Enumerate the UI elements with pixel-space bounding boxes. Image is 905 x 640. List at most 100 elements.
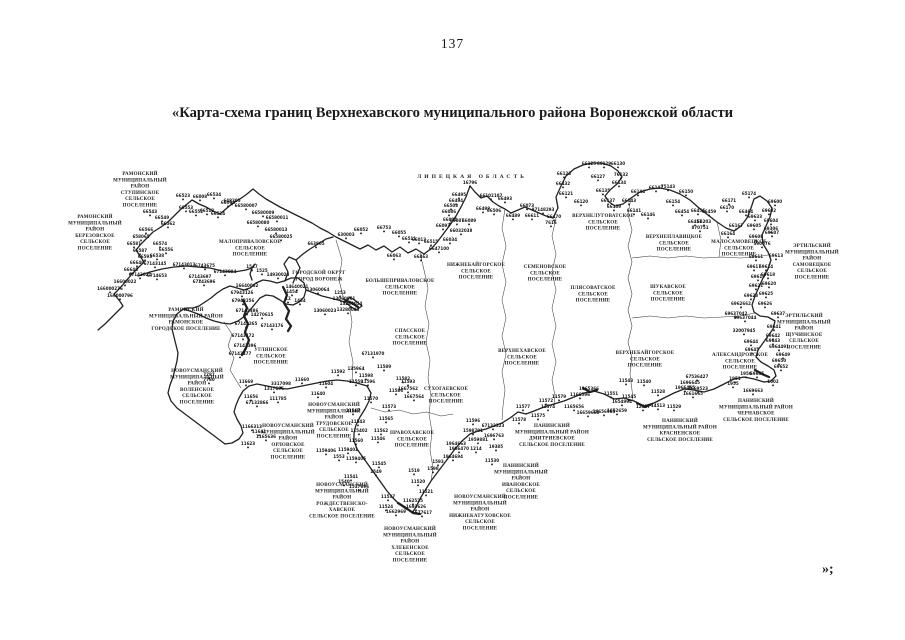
boundary-point-dot [620, 177, 622, 180]
point-number-label: 16640062 [236, 283, 259, 288]
boundary-point-dot [696, 379, 698, 382]
boundary-point-dot [383, 369, 385, 372]
point-number-label: 6714653 [147, 273, 167, 278]
point-number-label: 66098 [221, 200, 235, 205]
point-number-label: 19385 [489, 444, 503, 449]
boundary-point-dot [418, 242, 420, 245]
point-number-label: 66556 [159, 247, 173, 252]
boundary-point-dot [772, 384, 774, 387]
point-number-label: 69655 [750, 371, 764, 376]
point-number-label: 66552 [189, 209, 203, 214]
point-number-label: 66013 [412, 237, 426, 242]
point-number-label: 1159405 [346, 456, 366, 461]
boundary-north-west-diagonal [185, 188, 361, 250]
boundary-point-dot [750, 298, 752, 301]
boundary-point-dot [621, 404, 623, 407]
point-number-label: 69626 [758, 301, 772, 306]
region-label: ЛИПЕЦКАЯ ОБЛАСТЬ [417, 174, 527, 180]
point-number-label: 69600 [768, 199, 782, 204]
point-number-label: 66121 [559, 191, 573, 196]
boundary-point-dot [387, 499, 389, 502]
point-number-label: 66123 [557, 171, 571, 176]
point-number-label: 69614 [759, 264, 773, 269]
boundary-point-dot [437, 464, 439, 467]
point-number-label: 1549 [370, 469, 382, 474]
boundary-point-dot [537, 418, 539, 421]
point-number-label: 67143094 [214, 269, 237, 274]
boundary-point-dot [751, 352, 753, 355]
boundary-point-dot [504, 201, 506, 204]
boundary-point-dot [355, 371, 357, 374]
point-number-label: 66127 [591, 174, 605, 179]
boundary-point-dot [257, 225, 259, 228]
internal-boundary-5 [627, 197, 634, 402]
point-number-label: 66102107 [480, 193, 503, 198]
boundary-point-dot [642, 409, 644, 412]
point-number-label: 16600022 [114, 279, 137, 284]
boundary-point-dot [339, 295, 341, 298]
boundary-point-dot [587, 415, 589, 418]
boundary-point-dot [204, 268, 206, 271]
point-number-label: 69618 [761, 272, 775, 277]
point-number-label: 66170 [720, 205, 734, 210]
point-number-label: 1519 [408, 468, 420, 473]
boundary-point-dot [291, 294, 293, 297]
internal-boundary-10 [370, 407, 454, 417]
boundary-point-dot [402, 381, 404, 384]
boundary-point-dot [377, 441, 379, 444]
point-number-label: 66120 [574, 199, 588, 204]
point-number-label: 66086 [442, 209, 456, 214]
boundary-point-dot [667, 189, 669, 192]
boundary-point-dot [563, 176, 565, 179]
point-number-label: 66562 [161, 221, 175, 226]
point-number-label: 11559 [349, 379, 363, 384]
point-number-label: 11640 [311, 391, 325, 396]
point-number-label: 69608 [749, 234, 763, 239]
boundary-point-dot [258, 434, 260, 437]
point-number-label: 66753 [377, 225, 391, 230]
point-number-label: 14930023 [267, 272, 290, 277]
boundary-point-dot [199, 279, 201, 282]
point-number-label: 1162525 [403, 498, 423, 503]
boundary-point-dot [296, 289, 298, 292]
point-number-label: 67132323 [482, 423, 505, 428]
point-number-label: 14270615 [251, 312, 274, 317]
boundary-point-dot [703, 224, 705, 227]
boundary-point-dot [550, 225, 552, 228]
point-number-label: 66464 [739, 209, 753, 214]
boundary-point-dot [448, 214, 450, 217]
boundary-point-dot [273, 391, 275, 394]
boundary-point-dot [681, 214, 683, 217]
point-number-label: 13060023 [314, 308, 337, 313]
point-number-label: 69602 [762, 208, 776, 213]
boundary-point-dot [265, 439, 267, 442]
boundary-point-dot [345, 237, 347, 240]
boundary-north-east [552, 162, 773, 232]
point-number-label: 66093 [436, 223, 450, 228]
boundary-point-dot [227, 205, 229, 208]
point-number-label: 115402 [350, 428, 367, 433]
boundary-point-dot [280, 239, 282, 242]
boundary-point-dot [245, 384, 247, 387]
boundary-point-dot [726, 210, 728, 213]
boundary-point-dot [325, 453, 327, 456]
boundary-point-dot [472, 433, 474, 436]
boundary-point-dot [250, 399, 252, 402]
boundary-point-dot [347, 452, 349, 455]
point-number-label: 166000276 [97, 286, 123, 291]
boundary-point-dot [477, 442, 479, 445]
point-number-label: 11669 [239, 379, 253, 384]
boundary-point-dot [136, 265, 138, 268]
heavy-segment-5 [635, 401, 654, 409]
point-number-label: 32007945 [733, 328, 756, 333]
point-number-label: 66503 [444, 203, 458, 208]
point-number-label: 11543 [351, 419, 365, 424]
